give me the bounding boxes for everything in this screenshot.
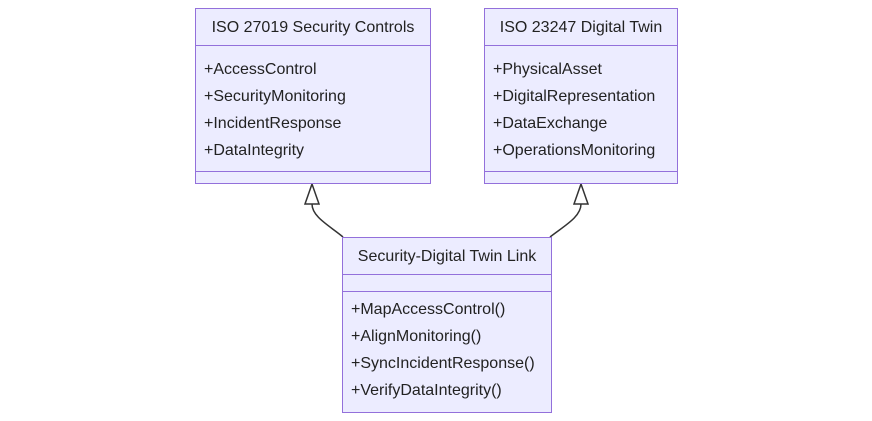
attribute-item: +DigitalRepresentation bbox=[493, 88, 656, 105]
method-item: +VerifyDataIntegrity() bbox=[351, 382, 502, 399]
method-item: +MapAccessControl() bbox=[351, 301, 506, 318]
inheritance-edge-twin bbox=[549, 203, 582, 238]
attribute-item: +SecurityMonitoring bbox=[204, 88, 346, 105]
class-methods bbox=[485, 172, 677, 183]
class-title: ISO 27019 Security Controls bbox=[196, 9, 430, 46]
attribute-item: +OperationsMonitoring bbox=[493, 142, 656, 159]
attribute-item: +IncidentResponse bbox=[204, 115, 342, 132]
class-methods bbox=[196, 172, 430, 183]
class-title: ISO 23247 Digital Twin bbox=[485, 9, 677, 46]
class-methods: +MapAccessControl() +AlignMonitoring() +… bbox=[343, 292, 551, 412]
attribute-item: +DataIntegrity bbox=[204, 142, 305, 159]
class-attributes: +PhysicalAsset +DigitalRepresentation +D… bbox=[485, 46, 677, 172]
method-item: +SyncIncidentResponse() bbox=[351, 355, 535, 372]
inheritance-arrowhead-security bbox=[303, 181, 321, 205]
inheritance-arrowhead-twin bbox=[572, 181, 590, 205]
class-title: Security-Digital Twin Link bbox=[343, 238, 551, 275]
class-attributes: +AccessControl +SecurityMonitoring +Inci… bbox=[196, 46, 430, 172]
class-security-digital-twin-link[interactable]: Security-Digital Twin Link +MapAccessCon… bbox=[342, 237, 552, 413]
attribute-item: +DataExchange bbox=[493, 115, 608, 132]
class-iso-27019-security-controls[interactable]: ISO 27019 Security Controls +AccessContr… bbox=[195, 8, 431, 184]
attribute-item: +AccessControl bbox=[204, 61, 317, 78]
attribute-item: +PhysicalAsset bbox=[493, 61, 602, 78]
inheritance-edge-security bbox=[311, 203, 344, 238]
class-iso-23247-digital-twin[interactable]: ISO 23247 Digital Twin +PhysicalAsset +D… bbox=[484, 8, 678, 184]
method-item: +AlignMonitoring() bbox=[351, 328, 482, 345]
class-attributes bbox=[343, 275, 551, 292]
